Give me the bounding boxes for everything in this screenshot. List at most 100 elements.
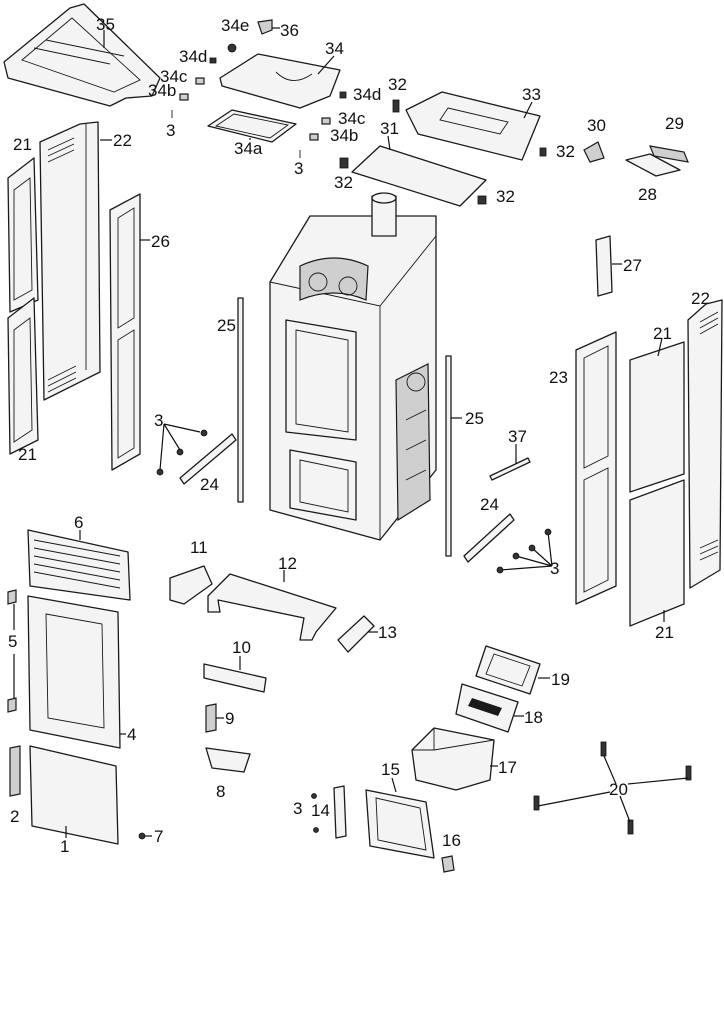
part-36-clip: [257, 19, 273, 35]
label-26: 26: [151, 232, 170, 251]
label-35: 35: [96, 15, 115, 34]
label-34a: 34a: [234, 139, 263, 158]
part-3-screw-h: [311, 793, 317, 799]
label-3-left: 3: [154, 411, 163, 430]
label-28: 28: [638, 185, 657, 204]
part-22-right-side: [687, 299, 723, 589]
part-34c-right: [321, 117, 331, 125]
part-32-bolt-right: [477, 195, 487, 205]
label-3-top-left: 3: [166, 121, 175, 140]
label-37: 37: [508, 427, 527, 446]
part-5-hinge-bottom: [7, 697, 17, 713]
part-3-screw-a: [200, 429, 208, 437]
label-32-far: 32: [556, 142, 575, 161]
label-27: 27: [623, 256, 642, 275]
part-14-bracket: [333, 785, 347, 839]
part-31-lower-plate: [351, 145, 487, 207]
label-34b-left: 34b: [148, 81, 176, 100]
label-2: 2: [10, 807, 19, 826]
part-21-right-lower-panel: [629, 479, 685, 627]
part-32-bolt-top: [392, 99, 400, 113]
label-6: 6: [74, 513, 83, 532]
label-24-left: 24: [200, 475, 219, 494]
part-3-screw-d: [544, 528, 552, 536]
label-3-top-mid: 3: [294, 159, 303, 178]
label-13: 13: [378, 623, 397, 642]
label-30: 30: [587, 116, 606, 135]
part-8-bracket: [205, 747, 251, 773]
label-24-right: 24: [480, 495, 499, 514]
label-4: 4: [127, 725, 136, 744]
label-21-left-top: 21: [13, 135, 32, 154]
part-34e-knob: [227, 43, 237, 53]
part-25-left-rod: [237, 297, 244, 503]
part-34-top-plate: [219, 53, 341, 109]
part-3-screw-g: [496, 566, 504, 574]
label-12: 12: [278, 554, 297, 573]
part-34b-left: [179, 93, 189, 101]
part-1-front-door: [29, 745, 119, 845]
part-3-screw-c: [156, 468, 164, 476]
part-30-bracket: [583, 141, 605, 163]
label-34d-right: 34d: [353, 85, 381, 104]
label-14: 14: [311, 801, 330, 820]
label-25-right: 25: [465, 409, 484, 428]
part-37-rod: [489, 457, 531, 481]
label-36: 36: [280, 21, 299, 40]
label-1: 1: [60, 837, 69, 856]
part-3-screw-f: [512, 552, 520, 560]
part-13-bracket: [337, 615, 375, 653]
part-32-bolt-left: [339, 157, 349, 169]
label-23: 23: [549, 368, 568, 387]
label-18: 18: [524, 708, 543, 727]
part-4-door-frame: [27, 595, 121, 749]
label-34d-left: 34d: [179, 47, 207, 66]
label-34c-left: 34c: [160, 67, 188, 86]
part-19-gasket: [475, 645, 541, 695]
part-3-screw-e: [528, 544, 536, 552]
part-27-bracket: [595, 235, 613, 297]
label-3-lower: 3: [293, 799, 302, 818]
part-23-right-frame: [575, 331, 617, 605]
part-21-left-upper-panel: [7, 157, 39, 313]
label-33: 33: [522, 85, 541, 104]
label-31: 31: [380, 119, 399, 138]
part-29-sensor: [649, 145, 689, 163]
label-3-right: 3: [550, 559, 559, 578]
label-32-top: 32: [388, 75, 407, 94]
label-22-left: 22: [113, 131, 132, 150]
label-11: 11: [190, 538, 208, 557]
part-34d-right: [339, 91, 347, 99]
part-35-top-cover: [3, 3, 161, 107]
part-11-bracket: [169, 565, 213, 605]
label-8: 8: [216, 782, 225, 801]
part-3-screw-i: [313, 827, 319, 833]
label-15: 15: [381, 760, 400, 779]
label-9: 9: [225, 709, 234, 728]
part-34c-left: [195, 77, 205, 85]
part-10-rail: [203, 663, 267, 693]
label-34b-right: 34b: [330, 126, 358, 145]
part-18-plate: [455, 683, 519, 733]
part-21-right-upper-panel: [629, 341, 685, 493]
part-12-frame: [207, 573, 337, 641]
part-26-side-frame: [109, 193, 141, 471]
part-32-bolt-far: [539, 147, 547, 157]
part-3-screw-b: [176, 448, 184, 456]
part-6-grille: [27, 529, 131, 601]
label-34c-right: 34c: [338, 109, 366, 128]
part-20-feet: [533, 741, 692, 835]
label-22-right: 22: [691, 289, 710, 308]
label-21-right-bottom: 21: [655, 623, 674, 642]
label-34e: 34e: [221, 16, 249, 35]
label-5: 5: [8, 632, 17, 651]
label-20: 20: [609, 780, 628, 799]
part-5-hinge-top: [7, 589, 17, 605]
part-22-left-side: [39, 121, 101, 401]
label-17: 17: [498, 758, 517, 777]
part-21-left-lower-panel: [7, 297, 39, 455]
label-25-left: 25: [217, 316, 236, 335]
label-21-right-top: 21: [653, 324, 672, 343]
part-9-switch: [205, 703, 217, 733]
